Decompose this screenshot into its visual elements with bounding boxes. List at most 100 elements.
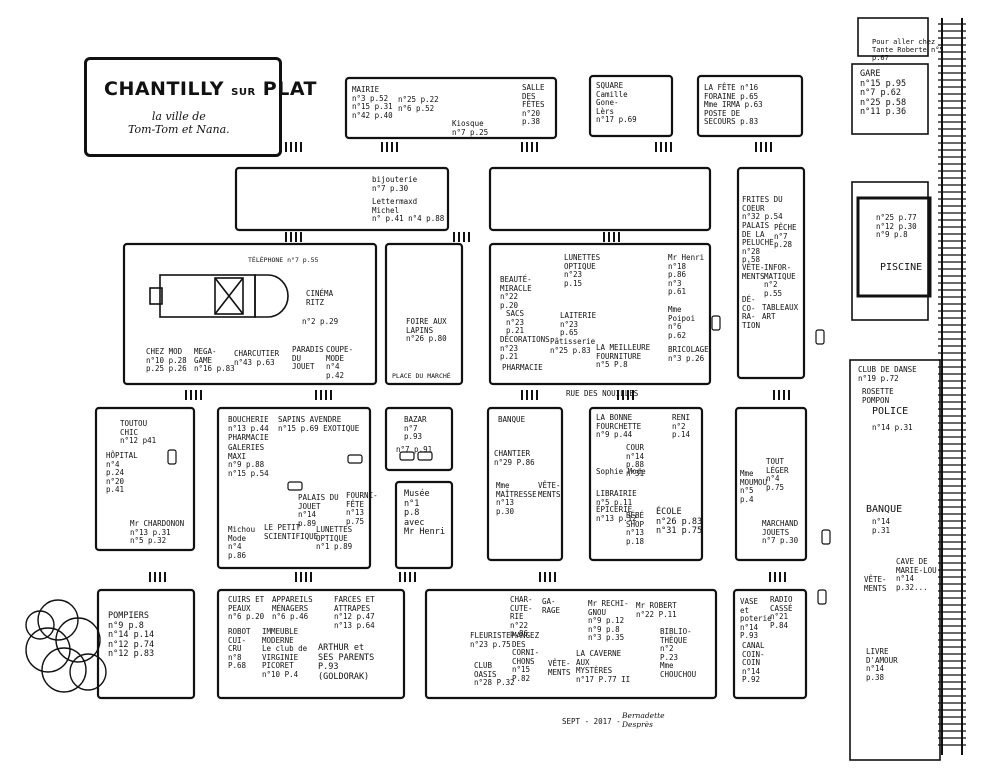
place-square: SQUARE Camille Gone- Lèrs n°17 p.69 (596, 81, 637, 124)
place-marche: PLACE DU MARCHÉ (392, 372, 451, 380)
place-club-oasis: CLUB OASIS n°28 P.32 (474, 661, 515, 687)
place-tableaux: TABLEAUX ART (762, 303, 799, 321)
place-decorations: DÉCORATIONS n°23 p.21 (500, 335, 550, 361)
place-musee: Musée n°1 p.8 avec Mr Henri (404, 489, 445, 537)
place-palais-jouet: PALAIS DU JOUET n°14 p.89 (298, 493, 339, 528)
place-peche: PÊCHE n°7 p.28 (774, 223, 797, 249)
place-chantier: CHANTIER n°29 P.86 (494, 449, 535, 467)
place-mairie-extra: n°25 p.22 n°6 p.52 (398, 95, 439, 113)
place-gare: GARE n°15 p.95 n°7 p.62 n°25 p.58 n°11 p… (860, 69, 907, 117)
place-tout-leger: TOUT LÉGER n°4 p.75 (766, 457, 789, 492)
place-coupe-mode: COUPE- MODE n°4 p.42 (326, 345, 354, 380)
police-numbers: n°14 p.31 (872, 423, 913, 432)
place-epicerie: ÉPICERIE n°13 p.12 (596, 505, 637, 523)
place-bazar: BAZAR n°7 p.93 (404, 415, 427, 441)
place-piscine: PISCINE (880, 262, 923, 273)
place-charcuterie-2: CHAR- CUTE- RIE n°22 p.86 (510, 595, 533, 638)
place-banque: BANQUE (866, 504, 903, 515)
place-librairie: LIBRAIRIE n°5 p.11 (596, 489, 637, 507)
place-bebe-shop: BÉBÉ SHOP n°13 p.18 (626, 511, 645, 546)
place-megagame: MEGA- GAME n°16 p.83 (194, 347, 235, 373)
place-police: POLICE (872, 406, 909, 417)
place-vase-poterie: VASE et poterie n°14 P.93 (740, 597, 772, 640)
place-vetements-1: VÊTE- MENTS (742, 263, 765, 281)
piscine-numbers: n°25 p.77 n°12 p.30 n°9 p.8 (876, 213, 917, 239)
place-immeuble: IMMEUBLE MODERNE Le club de VIRGINIE PIC… (262, 627, 308, 679)
place-mr-chardon: Mr CHARDONON n°13 p.31 n°5 p.32 (130, 519, 185, 545)
place-kiosque: Kiosque n°7 p.25 (452, 119, 489, 137)
place-mme-moumou: Mme MOUMOU n°5 p.4 (740, 469, 768, 504)
place-mairie: MAIRIE n°3 p.52 n°15 p.31 n°42 p.40 (352, 85, 393, 120)
place-mme-maitresse: Mme MAÎTRESSE n°13 p.30 (496, 481, 537, 516)
place-paradis-jouet: PARADIS DU JOUET (292, 345, 324, 371)
place-boucherie: BOUCHERIE n°13 p.44 (228, 415, 269, 433)
place-michou-mode: Michou Mode n°4 p.86 (228, 525, 256, 560)
place-vetements-2: VÊTE- MENTS (864, 575, 887, 593)
place-foire-lapins: FOIRE AUX LAPINS n°26 p.80 (406, 317, 447, 343)
place-canal: CANAL COIN- COIN n°14 P.92 (742, 641, 765, 684)
place-pompiers: POMPIERS n°9 p.8 n°14 p.14 n°12 p.74 n°1… (108, 611, 155, 659)
place-bonne-fourchette: LA BONNE FOURCHETTE n°9 p.44 (596, 413, 642, 439)
place-salle-fetes: SALLE DES FÊTES n°20 p.38 (522, 83, 545, 126)
church-drawing (149, 274, 289, 318)
place-mr-rechignou: Mr RECHI- GNOU n°9 p.12 n°9 p.8 n°3 p.35 (588, 599, 629, 642)
place-reni: RENI n°2 p.14 (672, 413, 691, 439)
place-pharmacie-2: PHARMACIE (228, 433, 269, 442)
tree-drawing (25, 599, 107, 693)
place-chez-mod: CHEZ MOD n°10 p.28 p.25 p.26 (146, 347, 187, 373)
place-ecole: ÉCOLE n°26 p.83 n°31 p.75 (656, 507, 703, 536)
place-cinema: CINÉMA RITZ (306, 289, 334, 307)
place-fete-foraine: LA FÊTE n°16 FORAINE p.65 Mme IRMA p.63 … (704, 83, 763, 126)
place-caverne: LA CAVERNE AUX MYSTÈRES n°17 P.77 II (576, 649, 631, 684)
place-bibliotheque: BIBLIO- THÈQUE n°2 P.23 Mme CHOUCHOU (660, 627, 697, 679)
place-farces: FARCES ET ATTRAPES n°12 p.47 n°13 p.64 (334, 595, 375, 630)
place-cour: COUR n°14 p.88 n°31 (626, 443, 645, 478)
place-robot: ROBOT CUI- CRU n°8 P.68 (228, 627, 251, 670)
signature-date: SEPT - 2017 - (562, 717, 621, 726)
place-club-danse: CLUB DE DANSE n°19 p.72 (858, 365, 917, 383)
place-petit-scientifique: LE PETIT SCIENTIFIQUE (264, 523, 319, 541)
place-radio-casse: RADIO CASSÉ n°21 P.84 (770, 595, 793, 630)
place-laiterie: LAITERIE n°23 p.65 (560, 311, 597, 337)
place-cave-marie-lou: CAVE DE MARIE-LOU n°14 p.32... (896, 557, 937, 592)
place-appareils: APPAREILS MÉNAGERS n°6 p.46 (272, 595, 313, 621)
place-arthur: ARTHUR et SES PARENTS P.93 (GOLDORAK) (318, 643, 375, 682)
place-bijouterie: bijouterie n°7 p.30 (372, 175, 418, 193)
place-galeries: GALERIES MAXI n°9 p.88 n°15 p.54 (228, 443, 269, 478)
place-palais-peluche: PALAIS DE LA PELUCHE n°28 p.58 (742, 221, 774, 264)
place-beaute: BEAUTÉ- MIRACLE n°22 p.20 (500, 275, 532, 310)
place-mr-robert: Mr ROBERT n°22 P.11 (636, 601, 677, 619)
bazar-numbers: n°7 p.91 (396, 445, 433, 454)
place-lunettes-2: LUNETTES OPTIQUE n°1 p.89 (316, 525, 353, 551)
place-lunettes: LUNETTES OPTIQUE n°23 p.15 (564, 253, 601, 288)
place-decoration: DÉ- CO- RA- TION (742, 295, 761, 330)
place-cuirs: CUIRS ET PEAUX n°6 p.20 (228, 595, 265, 621)
place-hopital: HÔPITAL n°4 p.24 n°20 p.41 (106, 451, 138, 494)
signature-name: Bernadette Desprès (622, 711, 665, 729)
street-label: RUE DES NOUILLES (566, 389, 639, 398)
place-meilleure-fourniture: LA MEILLEURE FOURNITURE n°5 P.8 (596, 343, 651, 369)
place-telephone: TÉLÉPHONE n°7 p.55 (248, 256, 319, 264)
banque-numbers: n°14 p.31 (872, 517, 891, 535)
place-toutou-chic: TOUTOU CHIC n°12 p41 (120, 419, 157, 445)
place-bricolage: BRICOLAGE n°3 p.26 (668, 345, 709, 363)
place-frites: FRITES DU COEUR n°32 p.54 (742, 195, 783, 221)
place-rosette: ROSETTE POMPON (862, 387, 894, 405)
place-pharmacie-1: PHARMACIE (502, 363, 543, 372)
place-vetements-4: VÊTE- MENTS (548, 659, 571, 677)
place-sophie-mode: Sophie Mode (596, 467, 646, 476)
cinema-numbers: n°2 p.29 (302, 317, 339, 326)
place-informatique: INFOR- MATIQUE n°2 p.55 (764, 263, 796, 298)
place-patisserie: Pâtisserie n°25 p.83 (550, 337, 596, 355)
place-sacs: SACS n°23 p.21 (506, 309, 525, 335)
place-vetements-3: VÊTE- MENTS (538, 481, 561, 499)
place-garage: GA- RAGE (542, 597, 561, 615)
place-livre-amour: LIVRE D'AMOUR n°14 p.38 (866, 647, 898, 682)
place-marchand-jouets: MARCHAND JOUETS n°7 p.30 (762, 519, 799, 545)
map-title: CHANTILLY SUR PLAT (104, 78, 318, 100)
place-fleuriste: FLEURISTE n°23 p.75 (470, 631, 511, 649)
place-mangez-cornichons: MANGEZ DES CORNI- CHONS n°15 P.82 (512, 631, 540, 683)
